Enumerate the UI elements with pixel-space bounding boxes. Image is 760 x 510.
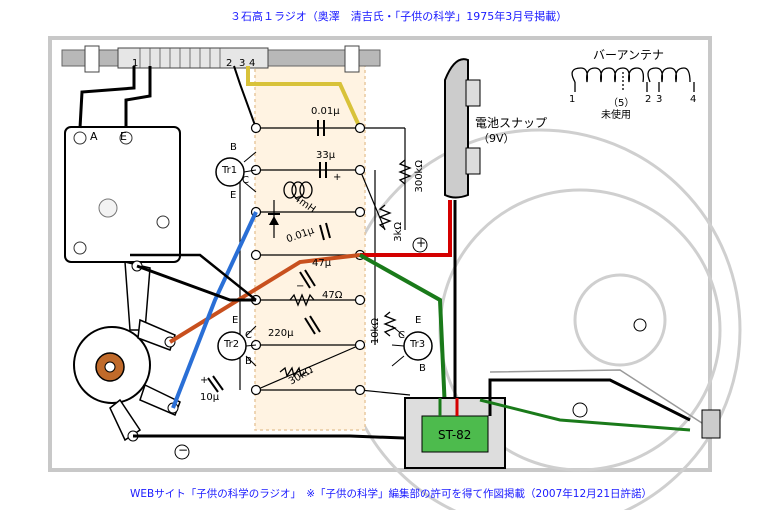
tr3-e: E bbox=[415, 315, 422, 326]
capacitor-c5 bbox=[304, 315, 321, 335]
orange-wire bbox=[168, 253, 361, 344]
varicap-e-label: E bbox=[120, 130, 127, 143]
speaker-terminal bbox=[572, 318, 721, 439]
bar-antenna-rod bbox=[61, 45, 381, 73]
transistor-tr3 bbox=[391, 325, 433, 367]
speaker-wires bbox=[479, 369, 706, 432]
c4-minus: − bbox=[296, 281, 305, 292]
rod-label-4: 4 bbox=[249, 58, 255, 69]
red-wire bbox=[360, 200, 452, 257]
tr2-name: Tr2 bbox=[224, 339, 240, 350]
green-wire-battery bbox=[359, 253, 447, 411]
label-r1: 300kΩ bbox=[414, 160, 425, 193]
tr1-c: C bbox=[242, 175, 249, 186]
antenna-unused-label: 未使用 bbox=[601, 110, 631, 121]
capacitor-c3 bbox=[319, 222, 331, 241]
label-c2: 33μ bbox=[316, 150, 336, 161]
antenna-term-5: （5） bbox=[608, 98, 635, 109]
rod-label-2: 2 bbox=[226, 58, 232, 69]
black-wire-ground bbox=[133, 200, 457, 442]
tr3-c: C bbox=[398, 330, 405, 341]
label-r2: 3kΩ bbox=[393, 222, 404, 242]
tr2-b: B bbox=[245, 356, 252, 367]
tr3-name: Tr3 bbox=[410, 339, 426, 350]
coil-4mh bbox=[283, 181, 313, 199]
antenna-term-3: 3 bbox=[656, 94, 663, 105]
output-transformer bbox=[404, 397, 506, 469]
battery-label: 電池スナップ bbox=[475, 116, 548, 130]
rod-label-3: 3 bbox=[239, 58, 245, 69]
yellow-wire bbox=[246, 66, 362, 129]
bar-antenna-coil-icon bbox=[571, 67, 695, 92]
transistor-tr2 bbox=[217, 325, 257, 367]
tr3-b: B bbox=[419, 363, 426, 374]
black-wire-varicap bbox=[130, 253, 257, 301]
footer-credit: WEBサイト「子供の科学のラジオ」 ※「子供の科学」編集部の許可を得て作図掲載（… bbox=[130, 488, 652, 500]
bar-antenna-title: バーアンテナ bbox=[593, 48, 665, 62]
resistor-47 bbox=[289, 293, 315, 307]
plus-terminal-icon bbox=[412, 237, 428, 253]
antenna-wires bbox=[78, 66, 152, 129]
capacitor-c4 bbox=[299, 269, 316, 289]
battery-plus-label: + bbox=[416, 236, 427, 250]
battery-minus-label: − bbox=[178, 443, 189, 457]
page-title: ３石高１ラジオ（奥澤 清吉氏・「子供の科学」1975年3月号掲載） bbox=[230, 10, 568, 23]
battery-voltage: （9V） bbox=[478, 132, 515, 145]
terminal-3-wire bbox=[233, 65, 257, 129]
tr1-e: E bbox=[230, 190, 237, 201]
label-c6: 10μ bbox=[200, 392, 220, 403]
tr1-name: Tr1 bbox=[222, 165, 238, 176]
c2-plus: + bbox=[333, 172, 342, 183]
label-r4: 10kΩ bbox=[370, 318, 381, 345]
transistor-tr1 bbox=[215, 151, 257, 193]
tr2-e: E bbox=[232, 315, 239, 326]
battery-snap bbox=[444, 58, 481, 199]
capacitor-c6 bbox=[207, 375, 224, 393]
blue-wire bbox=[171, 211, 258, 409]
minus-terminal-icon bbox=[174, 444, 190, 460]
resistor-10k bbox=[383, 311, 397, 337]
label-c4: 47μ bbox=[312, 258, 332, 269]
transformer-label: ST-82 bbox=[438, 428, 472, 442]
label-c5: 220μ bbox=[268, 328, 294, 339]
antenna-term-1: 1 bbox=[569, 94, 576, 105]
antenna-term-4: 4 bbox=[690, 94, 697, 105]
varicap-a-label: A bbox=[90, 130, 98, 143]
antenna-term-2: 2 bbox=[645, 94, 652, 105]
resistor-3k bbox=[378, 204, 392, 230]
tr1-b: B bbox=[230, 142, 237, 153]
resistor-300k bbox=[398, 159, 412, 185]
variable-capacitor bbox=[64, 126, 181, 263]
rod-label-1: 1 bbox=[132, 58, 138, 69]
diode bbox=[268, 200, 280, 238]
volume-switch bbox=[73, 260, 181, 442]
c6-plus: + bbox=[200, 375, 209, 386]
resistor-30k bbox=[279, 366, 307, 378]
label-r3: 47Ω bbox=[322, 290, 343, 301]
black-wire-switch bbox=[136, 264, 256, 302]
tr2-c: C bbox=[245, 330, 252, 341]
label-c1: 0.01μ bbox=[311, 106, 340, 117]
capacitor-c1 bbox=[317, 120, 325, 136]
capacitor-c2 bbox=[319, 162, 327, 178]
terminal-board bbox=[254, 59, 366, 431]
